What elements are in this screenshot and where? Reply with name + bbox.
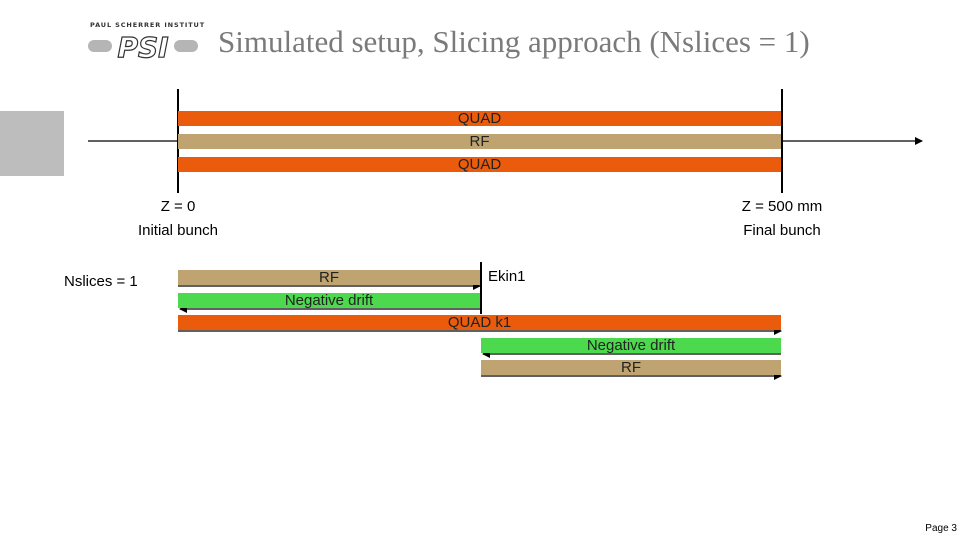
setup-bar-label: QUAD [457,156,502,173]
side-placeholder-box [0,111,64,176]
page-number: Page 3 [925,523,957,534]
z-end-label: Z = 500 mm [741,198,823,215]
setup-bar-label: QUAD [457,110,502,127]
slice-step-label: RF [621,359,641,376]
slice-step-quad-k1: QUAD k1 [178,314,781,331]
slice-step-label: Negative drift [586,337,676,354]
slice-step-label: Negative drift [284,292,374,309]
nslices-label: Nslices = 1 [64,273,138,290]
page-title: Simulated setup, Slicing approach (Nslic… [218,24,810,59]
final-bunch-label: Final bunch [743,222,821,239]
initial-bunch-label: Initial bunch [137,222,219,239]
slice-step-drift-1: Negative drift [178,292,480,309]
slice-step-label: RF [319,269,339,286]
slice-step-drift-2: Negative drift [481,337,781,354]
slice-step-label: QUAD k1 [447,314,512,331]
slice-step-rf-1: RF [178,269,480,286]
logo-org-text: PAUL SCHERRER INSTITUT [90,21,206,29]
setup-bar-quad-bottom: QUAD [178,156,781,173]
logo-mark-text: PSI [117,31,168,61]
setup-bar-quad-top: QUAD [178,110,781,127]
setup-bar-rf: RF [178,133,781,150]
ekin1-label: Ekin1 [488,268,526,285]
slice-step-rf-2: RF [481,359,781,376]
psi-logo: PSI [88,31,198,61]
z-start-label: Z = 0 [160,198,196,215]
setup-bar-label: RF [469,133,490,150]
